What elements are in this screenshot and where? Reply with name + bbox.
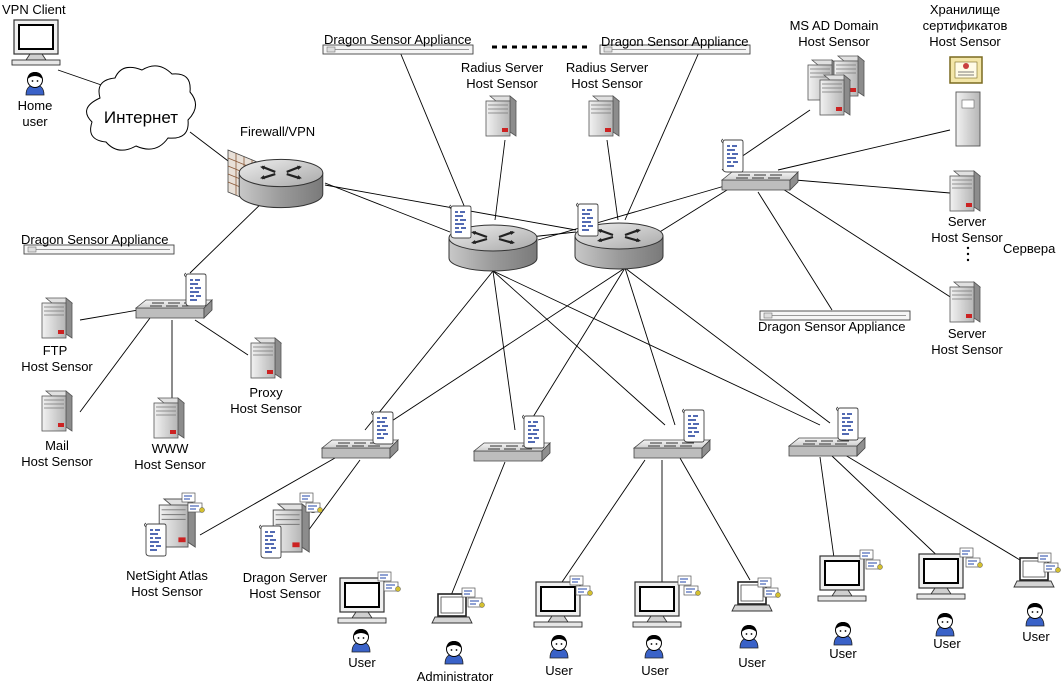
- proxy-label-a: Proxy: [249, 385, 283, 400]
- user-5-monitor-icon: [817, 555, 867, 602]
- dsa-top-left-label: Dragon Sensor Appliance: [324, 32, 471, 47]
- server-1-label-b: Host Sensor: [931, 230, 1003, 245]
- dsa-right-label: Dragon Sensor Appliance: [758, 319, 905, 334]
- ftp-server-icon: [41, 297, 73, 339]
- server-1-label-a: Server: [948, 214, 987, 229]
- mail-label-b: Host Sensor: [21, 454, 93, 469]
- mail-label-a: Mail: [45, 438, 69, 453]
- switch-top-right-icon: [721, 171, 799, 191]
- internet-cloud-icon: [86, 65, 196, 151]
- msad-servers-icon: [807, 55, 865, 116]
- radius-server-1-icon: [485, 95, 517, 137]
- msad-label-b: Host Sensor: [798, 34, 870, 49]
- www-server-icon: [153, 397, 185, 439]
- netsight-label-a: NetSight Atlas: [126, 568, 208, 583]
- user-4-person-icon: [739, 624, 759, 649]
- firewall-label: Firewall/VPN: [240, 124, 315, 139]
- home-user-label-2: user: [22, 114, 48, 129]
- netsight-atlas-server-icon: [143, 492, 205, 557]
- radius-1-label-a: Radius Server: [461, 60, 544, 75]
- www-label-b: Host Sensor: [134, 457, 206, 472]
- core-router-1-sensor-scroll: [448, 204, 472, 239]
- vpn-client-label: VPN Client: [2, 2, 66, 17]
- user-3-person-icon: [644, 634, 664, 659]
- user-2-person-icon: [549, 634, 569, 659]
- netsight-label-b: Host Sensor: [131, 584, 203, 599]
- switch-bottom-1-sensor-scroll: [370, 410, 394, 445]
- switch-bottom-4-sensor-scroll: [835, 406, 859, 441]
- user-6-monitor-icon: [916, 553, 966, 600]
- cert-label-a: Хранилище: [930, 2, 1000, 17]
- user-7-label: User: [1022, 629, 1050, 644]
- switch-top-right-sensor-scroll: [720, 138, 744, 173]
- home-user-label-1: Home: [18, 98, 53, 113]
- radius-2-label-b: Host Sensor: [571, 76, 643, 91]
- user-3-badge-icon: [677, 575, 701, 596]
- core-router-2-sensor-scroll: [575, 202, 599, 237]
- radius-1-label-b: Host Sensor: [466, 76, 538, 91]
- radius-2-label-a: Radius Server: [566, 60, 649, 75]
- proxy-server-icon: [250, 337, 282, 379]
- user-6-person-icon: [935, 612, 955, 637]
- dragon-server-label-b: Host Sensor: [249, 586, 321, 601]
- firewall-icon: [227, 149, 324, 209]
- user-2-label: User: [545, 663, 573, 678]
- mail-server-icon: [41, 390, 73, 432]
- cert-label-b: сертификатов: [923, 18, 1008, 33]
- user-5-person-icon: [833, 621, 853, 646]
- administrator-label: Administrator: [417, 669, 494, 684]
- connections: [57, 49, 1026, 599]
- user-7-person-icon: [1025, 602, 1045, 627]
- dragon-server-label-a: Dragon Server: [243, 570, 328, 585]
- user-3-label: User: [641, 663, 669, 678]
- certificate-server-icon: [955, 91, 981, 147]
- www-label-a: WWW: [152, 441, 190, 456]
- server-2-label-b: Host Sensor: [931, 342, 1003, 357]
- cert-label-c: Host Sensor: [929, 34, 1001, 49]
- admin-laptop-icon: [431, 593, 473, 624]
- switch-left-sensor-scroll: [183, 272, 207, 307]
- switch-bottom-3-icon: [633, 439, 711, 459]
- switch-bottom-2-sensor-scroll: [521, 414, 545, 449]
- user-1-monitor-icon: [337, 577, 387, 624]
- user-3-monitor-icon: [632, 581, 682, 628]
- ftp-label-a: FTP: [43, 343, 68, 358]
- server-1-icon: [949, 170, 981, 212]
- switch-bottom-4-icon: [788, 437, 866, 457]
- servers-group-label: Сервера: [1003, 241, 1056, 256]
- msad-label-a: MS AD Domain: [790, 18, 879, 33]
- internet-label: Интернет: [104, 108, 178, 127]
- dsa-top-right-label: Dragon Sensor Appliance: [601, 34, 748, 49]
- home-user-icon: [25, 71, 45, 96]
- user-1-label: User: [348, 655, 376, 670]
- servers-ellipsis-dots: [966, 246, 970, 262]
- server-2-icon: [949, 281, 981, 323]
- vpn-client-monitor-icon: [11, 19, 61, 66]
- user-6-label: User: [933, 636, 961, 651]
- switch-bottom-3-sensor-scroll: [681, 408, 705, 443]
- radius-server-2-icon: [588, 95, 620, 137]
- administrator-person-icon: [444, 640, 464, 665]
- user-1-person-icon: [351, 628, 371, 653]
- dsa-left-label: Dragon Sensor Appliance: [21, 232, 168, 247]
- certificate-icon: [949, 56, 983, 84]
- ftp-label-b: Host Sensor: [21, 359, 93, 374]
- proxy-label-b: Host Sensor: [230, 401, 302, 416]
- user-4-label: User: [738, 655, 766, 670]
- user-5-label: User: [829, 646, 857, 661]
- server-2-label-a: Server: [948, 326, 987, 341]
- user-2-monitor-icon: [533, 581, 583, 628]
- dragon-server-icon: [258, 492, 323, 559]
